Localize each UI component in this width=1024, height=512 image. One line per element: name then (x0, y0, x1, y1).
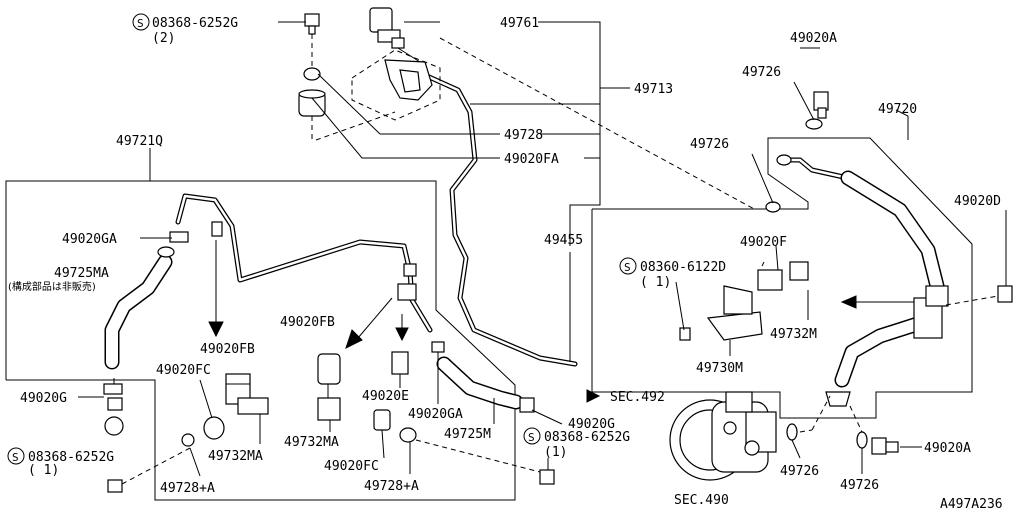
part-49455: 49455 (544, 233, 583, 248)
part-49732MA-a: 49732MA (208, 449, 263, 464)
s-symbol-text: S (12, 451, 19, 464)
part-49730M: 49730M (696, 361, 743, 376)
pressure-pipe (415, 69, 578, 367)
part-49761: 49761 (500, 16, 539, 31)
part-49020FA: 49020FA (504, 152, 559, 167)
dashed-fitting-lines (439, 37, 999, 433)
banjo-bolts-right (765, 91, 1013, 455)
part-49732MA-b: 49732MA (284, 435, 339, 450)
part-49726-top: 49726 (742, 65, 781, 80)
hose-bracket-right (913, 285, 949, 339)
return-hose-49725MA (104, 246, 175, 370)
part-49726-bot1: 49726 (780, 464, 819, 479)
part-49720: 49720 (878, 102, 917, 117)
bolt-washer-grommet-stack (298, 13, 326, 142)
bolt-top-qty: (2) (152, 31, 175, 46)
bolt-left-number: 08368-6252G (28, 450, 114, 465)
bolt-mid-qty: (1) (544, 445, 567, 460)
s-symbol-text: S (137, 17, 144, 30)
part-49728A-a: 49728+A (160, 481, 215, 496)
part-49020FB-b: 49020FB (280, 315, 335, 330)
power-steering-pump (669, 391, 777, 481)
part-49732M: 49732M (770, 327, 817, 342)
frame-left-assembly (5, 180, 516, 501)
s-symbol-text: S (624, 261, 631, 274)
not-sold-note: (構成部品は非販売) (8, 280, 96, 293)
bolt-right-qty: ( 1) (640, 275, 671, 290)
arrow-indicators (208, 240, 914, 403)
part-49020E: 49020E (362, 389, 409, 404)
leader-lines (78, 21, 1007, 477)
sec-490-reference: SEC.490 (674, 493, 729, 508)
bolt-top-number: 08368-6252G (152, 16, 238, 31)
part-49020A-top: 49020A (790, 31, 837, 46)
frame-right-assembly (591, 137, 973, 419)
bolt-right-number: 08360-6122D (640, 260, 726, 275)
grommet-parts (181, 351, 417, 447)
part-49020FC-b: 49020FC (324, 459, 379, 474)
bolt-parts-left (107, 439, 555, 493)
part-49020D: 49020D (954, 194, 1001, 209)
part-49721Q: 49721Q (116, 134, 163, 149)
part-49020G-mid: 49020G (568, 417, 615, 432)
part-49728A-b: 49728+A (364, 479, 419, 494)
part-49020FB-a: 49020FB (200, 342, 255, 357)
part-49020GA-left: 49020GA (62, 232, 117, 247)
part-49020A-bot: 49020A (924, 441, 971, 456)
bolt-mid-number: 08368-6252G (544, 430, 630, 445)
sec-492-reference: SEC.492 (610, 390, 665, 405)
bracket-dashed-outline (315, 49, 441, 141)
pressure-switch-part (369, 7, 421, 63)
part-labels: 08368-6252G (2) 49761 49713 49728 49020F… (8, 16, 1003, 512)
diagram-code: A497A236 (940, 497, 1003, 512)
part-49725MA: 49725MA (54, 266, 109, 281)
part-49726-bot2: 49726 (840, 478, 879, 493)
part-49726-mid: 49726 (690, 137, 729, 152)
part-49725M: 49725M (444, 427, 491, 442)
part-49713: 49713 (634, 82, 673, 97)
part-49020FC-a: 49020FC (156, 363, 211, 378)
bracket-49730M (679, 261, 809, 341)
bolt-left-qty: ( 1) (28, 463, 59, 478)
clamp-parts-left (103, 221, 535, 436)
part-49020G-left: 49020G (20, 391, 67, 406)
part-49020F: 49020F (740, 235, 787, 250)
part-49020GA-mid: 49020GA (408, 407, 463, 422)
s-symbol-text: S (528, 431, 535, 444)
hose-49725M (436, 356, 524, 410)
s-symbol-markers: S S S S (7, 13, 637, 465)
part-49728: 49728 (504, 128, 543, 143)
